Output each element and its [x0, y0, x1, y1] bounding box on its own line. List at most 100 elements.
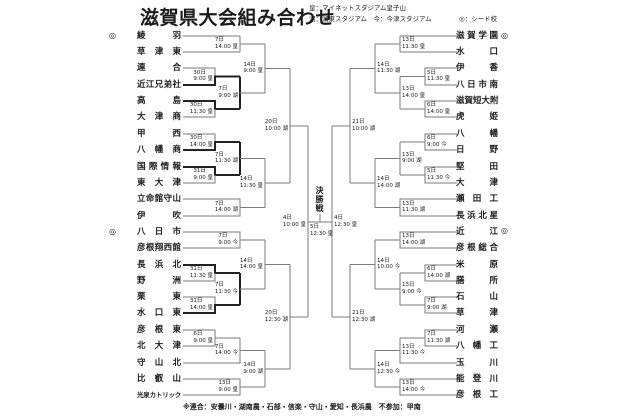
team-name: 伊香 [456, 63, 498, 73]
seed-mark-icon: ◎ [109, 31, 116, 40]
team-name: 瀬田工 [456, 194, 498, 204]
team-name: 八日市 [137, 227, 181, 237]
team-name: 堅田 [456, 162, 498, 172]
final-title: 決勝戦 [315, 186, 324, 213]
team-name: 近江兄弟社 [137, 80, 181, 90]
team-name: 大津商 [137, 112, 181, 122]
legend-seed: ◎：シード校 [459, 15, 498, 23]
team-name: 栗東 [137, 292, 181, 302]
legend-venue-2: 湖：湖東スタジアム 今：今津スタジアム [309, 15, 432, 23]
team-name: 八日市南 [456, 80, 498, 90]
team-name: 玉川 [456, 358, 498, 368]
team-name: 能登川 [456, 374, 498, 384]
page-title: 滋賀県大会組み合わせ [140, 7, 336, 29]
team-name: 水口東 [137, 308, 181, 318]
team-name: 連合 [137, 63, 181, 73]
team-name: 甲西 [137, 129, 181, 139]
team-name: 彦根翔西館 [137, 243, 181, 253]
team-name: 比叡山 [137, 374, 181, 384]
team-name: 長浜北 [137, 260, 181, 270]
team-name: 守山北 [137, 358, 181, 368]
team-name: 彦根総合 [456, 243, 498, 253]
team-name: 石山 [456, 292, 498, 302]
team-name: 滋賀学園 [456, 31, 498, 41]
team-name: 八幡工 [456, 341, 498, 351]
team-name: 草津東 [137, 47, 181, 57]
team-name: 野洲 [137, 276, 181, 286]
team-name: 立命館守山 [137, 194, 181, 204]
seed-mark-icon: ◎ [501, 31, 508, 40]
team-name: 長浜北星 [456, 211, 498, 221]
footer-note: ※連合：安曇川・湖南農・石部・信楽・守山・愛知・長浜農 不参加：甲南 [183, 403, 421, 411]
final-lines [308, 214, 332, 223]
team-name: 河瀬 [456, 325, 498, 335]
team-name: 近江 [456, 227, 498, 237]
team-name: 草津 [456, 308, 498, 318]
team-name: 大津 [456, 178, 498, 188]
left-bracket-lines [183, 35, 309, 396]
team-name: 伊吹 [137, 211, 181, 221]
team-name: 彦根東 [137, 325, 181, 335]
team-name: 虎姫 [456, 112, 498, 122]
team-name: 水口 [456, 47, 498, 57]
team-name: 東大津 [137, 178, 181, 188]
seed-mark-icon: ◎ [109, 227, 116, 236]
team-name: 北大津 [137, 341, 181, 351]
team-name: 日野 [456, 145, 498, 155]
seed-mark-icon: ◎ [501, 226, 508, 235]
team-name: 国際情報 [137, 162, 181, 172]
team-name: 彦根工 [456, 390, 498, 400]
team-name: 八幡 [456, 129, 498, 139]
team-name: 膳所 [456, 276, 498, 286]
right-bracket-lines [331, 35, 457, 396]
team-name: 滋賀短大附 [456, 96, 499, 106]
team-name: 綾羽 [137, 31, 181, 41]
team-name: 八幡商 [137, 145, 181, 155]
